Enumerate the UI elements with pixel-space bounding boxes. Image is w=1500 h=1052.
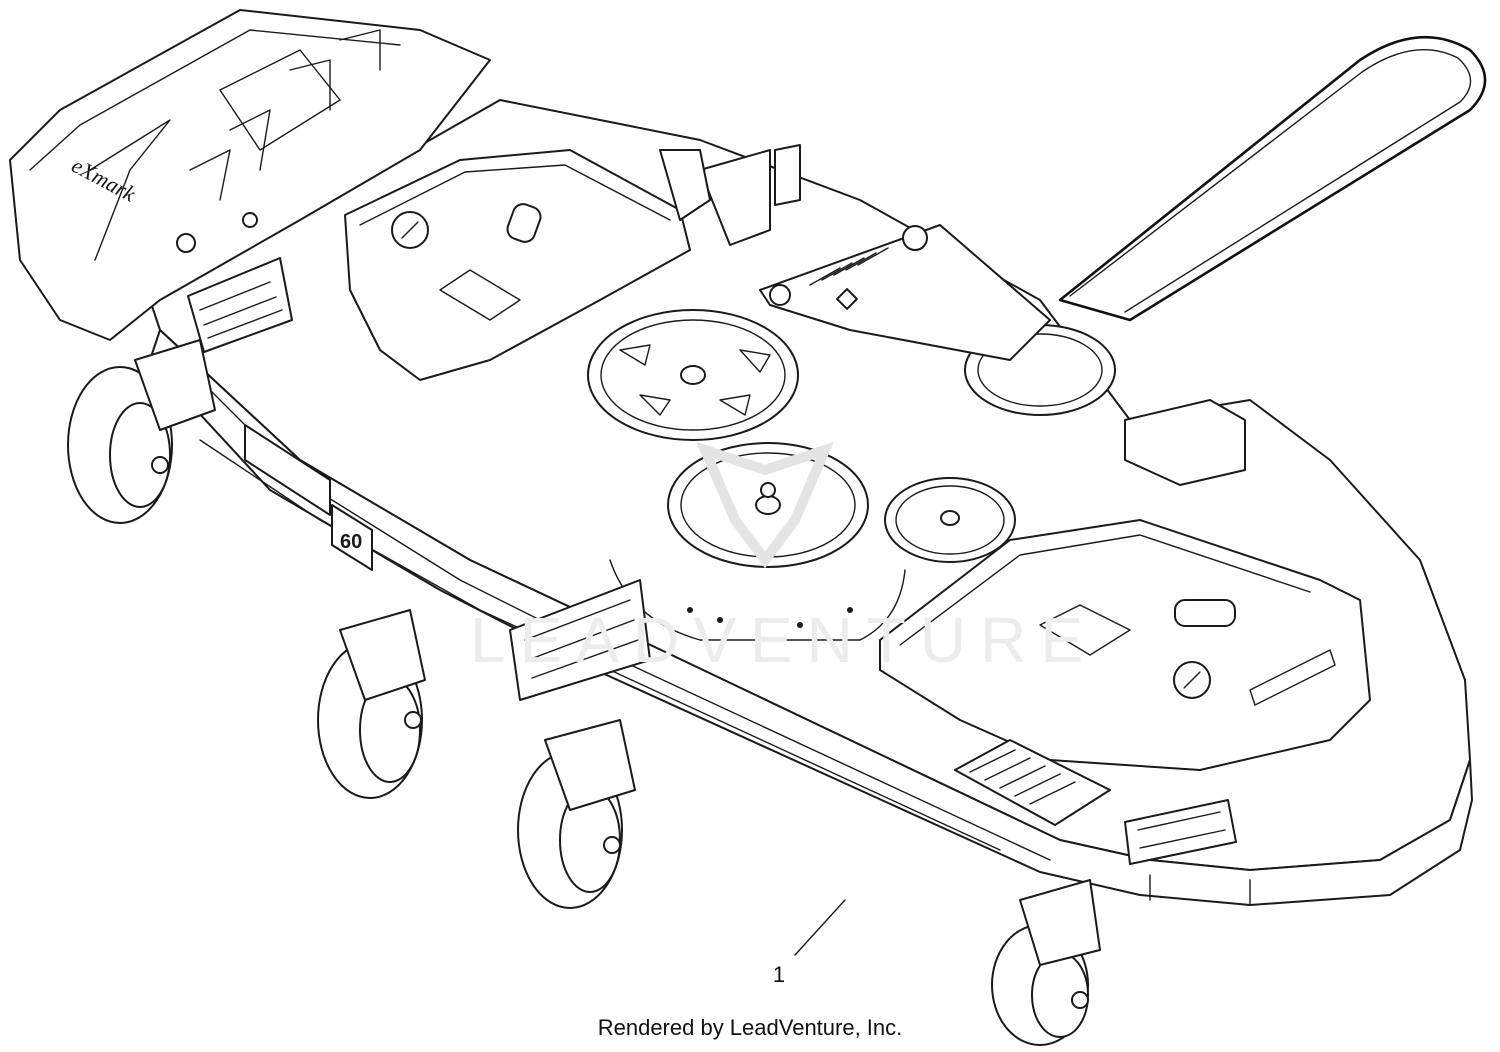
right-spindle-pulley xyxy=(884,477,1016,563)
rear-bracket xyxy=(659,149,1246,486)
callout-number: 1 xyxy=(772,962,786,987)
right-belt-cover xyxy=(879,519,1371,771)
grass-grate-decal xyxy=(954,739,1111,826)
center-pulley-rear xyxy=(587,309,799,441)
watermark: LEADVENTURE xyxy=(470,441,1097,676)
watermark-text: LEADVENTURE xyxy=(470,604,1097,676)
safety-decal-center xyxy=(509,579,651,701)
caster-wheel-2 xyxy=(317,609,426,799)
caster-wheel-1 xyxy=(67,339,216,524)
deck-badge-text: 60 xyxy=(340,531,362,553)
deck-model-badge: 60 xyxy=(244,424,373,571)
safety-decal-rear xyxy=(187,257,293,353)
caster-wheel-3 xyxy=(517,719,636,909)
render-credit: Rendered by LeadVenture, Inc. xyxy=(597,1015,903,1040)
callout-leader xyxy=(794,899,846,956)
drive-belt xyxy=(1058,35,1487,322)
discharge-chute: eXmark xyxy=(9,9,491,341)
caster-wheel-4 xyxy=(991,879,1101,1046)
left-belt-cover xyxy=(344,149,691,381)
safety-decal-front xyxy=(1124,799,1237,865)
idler-arm-assembly xyxy=(699,144,1051,361)
